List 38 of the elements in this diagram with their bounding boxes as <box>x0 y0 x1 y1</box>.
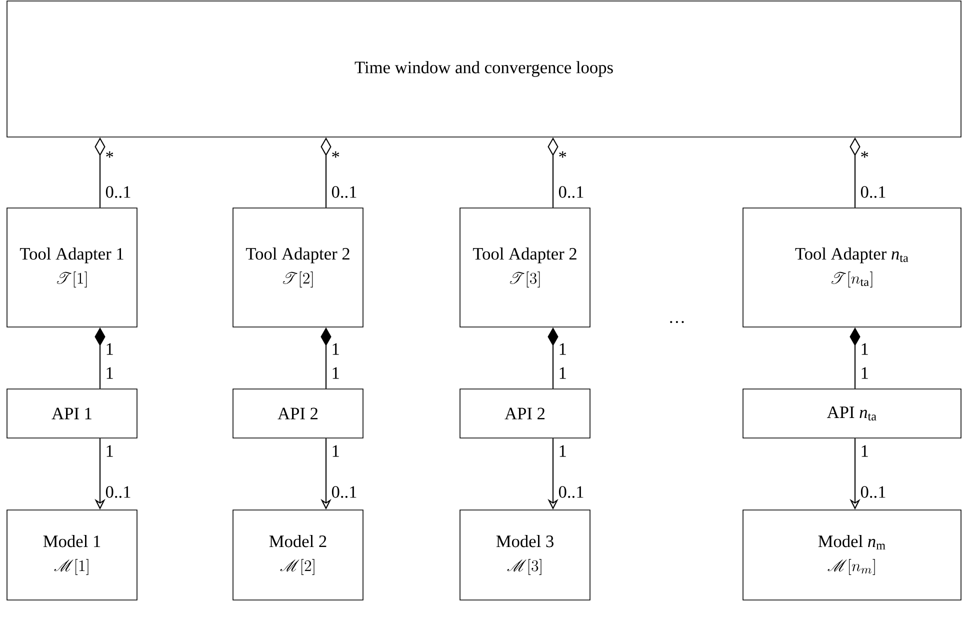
component-box: Model 2 $\mathscr{M}[2]$ <box>232 510 364 600</box>
multiplicity-label: 1 <box>332 445 339 457</box>
multiplicity-label: 1 <box>560 367 566 379</box>
multiplicity-label: 1 <box>862 445 868 457</box>
multiplicity-label: 1 <box>106 367 113 379</box>
multiplicity-label: 1 <box>106 445 113 457</box>
multiplicity-label: 1 <box>560 343 566 355</box>
multiplicity-label: 1 <box>862 367 868 379</box>
multiplicity-label: 0..1 <box>860 486 886 498</box>
multiplicity-label: * <box>106 151 114 158</box>
multiplicity-label: 0..1 <box>332 486 356 498</box>
frame-box: Time window and convergence loops <box>6 0 962 138</box>
multiplicity-label: 0..1 <box>860 186 886 198</box>
multiplicity-label: * <box>861 151 868 158</box>
multiplicity-label: 1 <box>106 343 113 355</box>
ellipsis: … <box>670 321 684 324</box>
multiplicity-label: 0..1 <box>106 486 130 498</box>
multiplicity-label: 0..1 <box>332 186 356 198</box>
multiplicity-label: 1 <box>560 445 566 457</box>
multiplicity-label: 1 <box>332 367 339 379</box>
component-box: Tool Adapter 2 $\mathscr{T}[3]$ <box>460 208 590 328</box>
multiplicity-label: * <box>559 151 566 158</box>
component-box: API 1 <box>6 388 138 438</box>
component-box: API 2 <box>232 388 364 438</box>
multiplicity-label: 1 <box>862 343 868 355</box>
component-box: Model n$_{m}$ $\mathscr{M}[n_m]$ <box>742 510 962 600</box>
component-box: Model 3 $\mathscr{M}[3]$ <box>460 510 590 600</box>
multiplicity-label: 0..1 <box>558 486 584 498</box>
component-box: Model 1 $\mathscr{M}[1]$ <box>6 510 138 600</box>
component-box: Tool Adapter n$_{ta}$ $\mathscr{T}[n_{\mathrm{ta}}]$ <box>742 208 962 328</box>
multiplicity-label: 1 <box>332 343 339 355</box>
component-box: Tool Adapter 1 $\mathscr{T}[1]$ <box>6 208 138 328</box>
component-box: Tool Adapter 2 $\mathscr{T}[2]$ <box>232 208 364 328</box>
component-box: API n$_{ta}$ <box>742 388 962 438</box>
multiplicity-label: 0..1 <box>558 186 584 198</box>
component-box: API 2 <box>460 388 590 438</box>
multiplicity-label: 0..1 <box>106 186 130 198</box>
multiplicity-label: * <box>332 151 340 158</box>
